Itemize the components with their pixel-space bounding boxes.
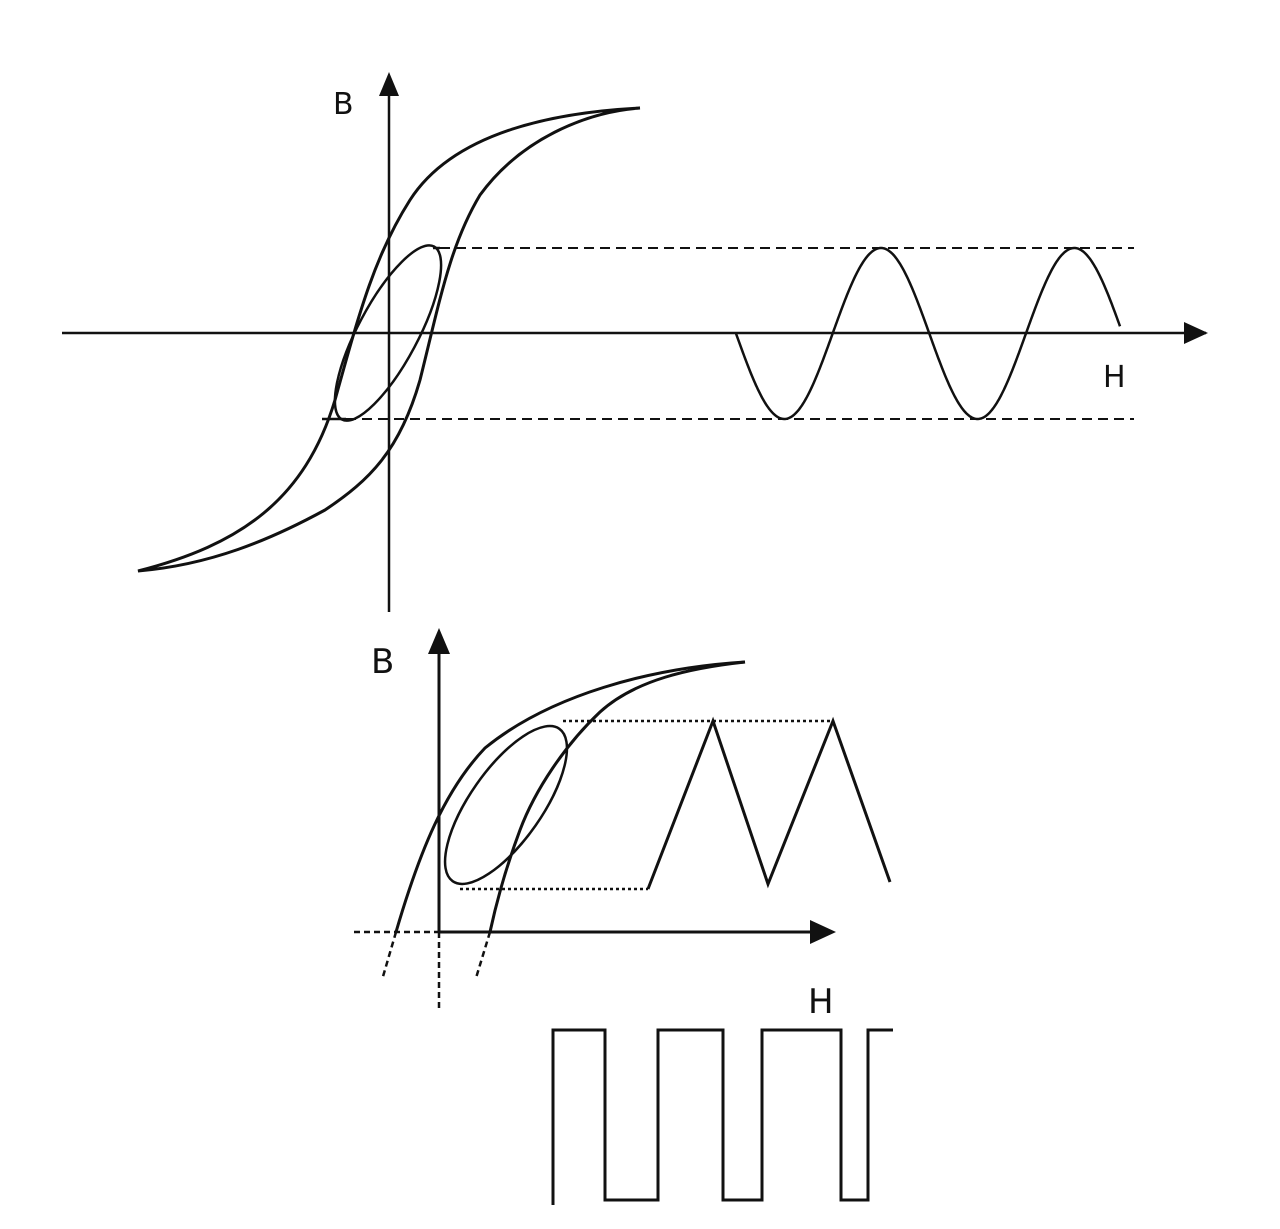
bottom-major-loop-left-branch: [394, 660, 746, 933]
bottom-plot: [354, 628, 893, 1205]
bottom-y-axis-label: B: [371, 642, 394, 682]
top-sine-wave: [734, 246, 1122, 421]
top-x-axis-label: H: [1103, 360, 1126, 395]
bottom-major-loop-left-dashed: [380, 931, 398, 981]
bottom-triangle-wave: [646, 716, 892, 890]
bottom-minor-loop: [443, 724, 569, 886]
bottom-y-axis-arrowhead: [428, 628, 450, 654]
bottom-x-axis-arrowhead: [810, 920, 836, 944]
top-x-axis-arrowhead: [1184, 322, 1208, 344]
bottom-x-axis-label: H: [808, 982, 834, 1022]
bottom-major-loop-right-dashed: [474, 931, 492, 979]
top-y-axis-label: B: [333, 87, 354, 122]
top-y-axis-arrowhead: [379, 72, 399, 96]
top-plot: [62, 72, 1208, 612]
bottom-major-loop-right-branch: [488, 660, 746, 933]
bottom-square-wave: [551, 1028, 893, 1205]
